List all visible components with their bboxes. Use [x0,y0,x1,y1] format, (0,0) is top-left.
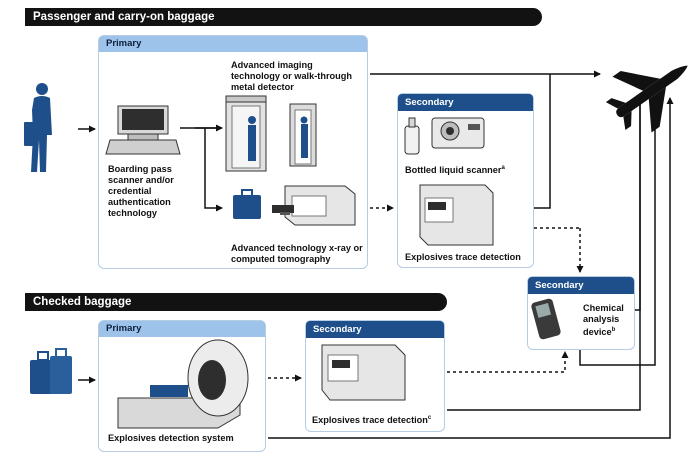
metal-detector-icon [289,103,317,167]
briefcase-icon [233,189,261,219]
eds-machine-icon [117,339,249,429]
chemical-label: Chemical analysis deviceb [583,303,633,338]
footnote-c: c [427,415,432,421]
xray-machine-icon [272,185,356,226]
airplane-icon [605,65,688,133]
trace-checked-text: Explosives trace detection [312,415,428,426]
bottled-liquid-label: Bottled liquid scannera [405,163,530,176]
chemical-text: Chemical analysis device [583,303,624,338]
scanner-icon [105,105,181,155]
trace-carry-on-label: Explosives trace detection [405,252,521,262]
eds-label: Explosives detection system [108,433,234,443]
panel-title: Secondary [306,321,444,338]
boarding-pass-label: Boarding pass scanner and/or credential … [108,164,174,218]
trace-detector-icon [321,344,406,401]
luggage-icon [30,348,72,394]
panel-title: Secondary [398,94,533,111]
section-header-passenger: Passenger and carry-on baggage [25,8,542,26]
liquid-scanner-icon [431,117,485,149]
section-header-checked: Checked baggage [25,293,447,311]
body-scanner-icon [225,95,267,172]
trace-checked-label: Explosives trace detectionc [312,413,444,426]
bottled-liquid-text: Bottled liquid scanner [405,165,502,176]
panel-title: Primary [99,36,367,52]
passenger-icon [24,83,52,172]
panel-title: Secondary [528,277,634,294]
imaging-label: Advanced imaging technology or walk-thro… [231,60,352,92]
footnote-a: a [501,165,505,171]
panel-title: Primary [99,321,265,337]
handheld-analyzer-icon [531,298,561,340]
xray-label: Advanced technology x-ray or computed to… [231,243,363,264]
trace-detector-icon [419,184,494,246]
footnote-b: b [611,327,616,333]
bottle-icon [404,117,420,155]
